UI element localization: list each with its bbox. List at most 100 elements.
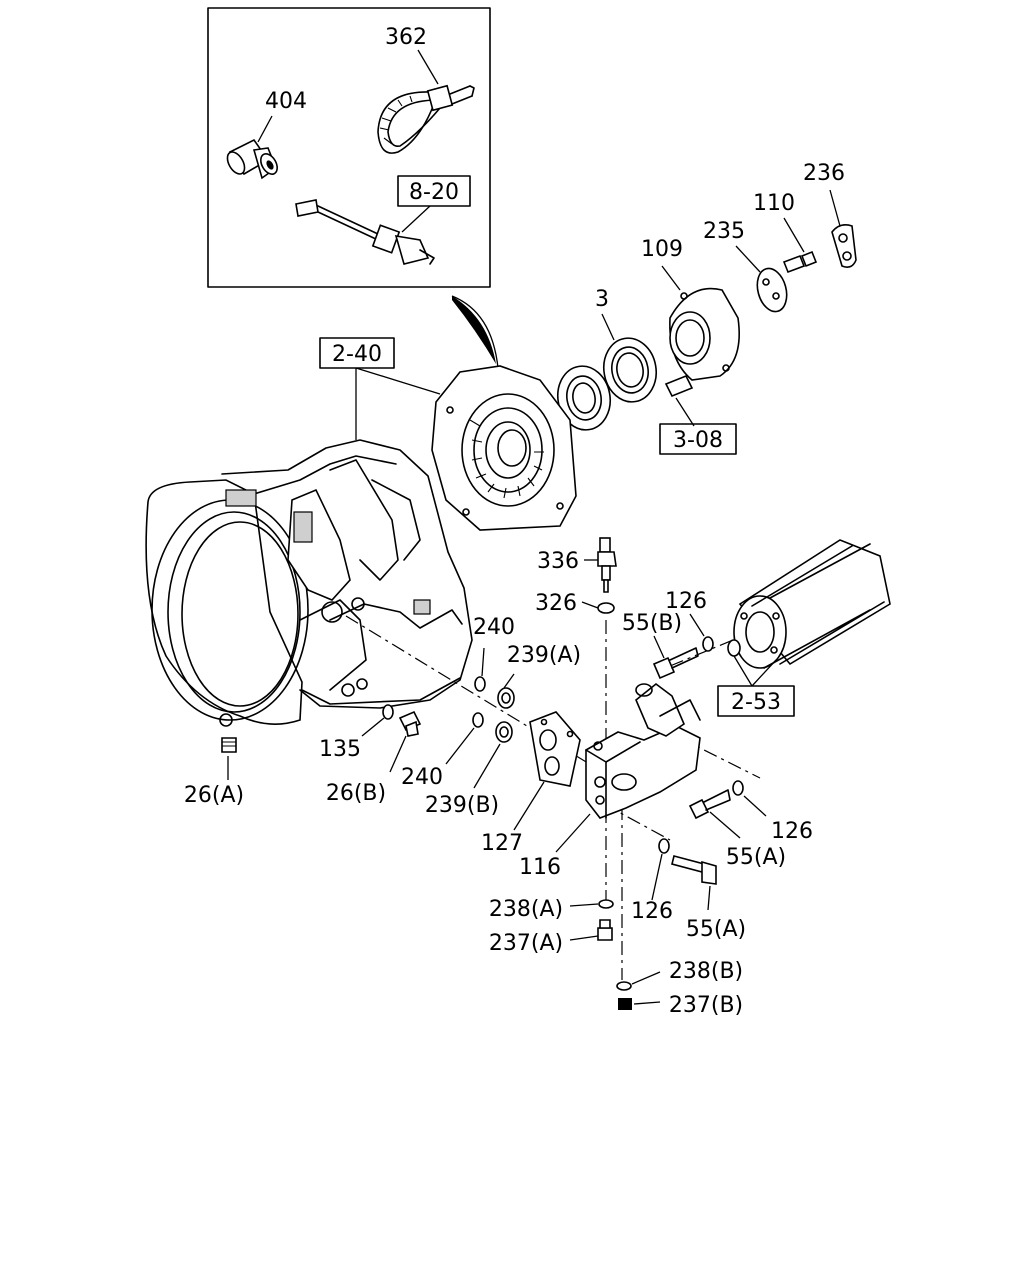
- label-127: 127: [481, 831, 523, 856]
- box-2-53: [717, 685, 795, 717]
- transmission-housing: [145, 439, 473, 727]
- leader-2-40: [355, 367, 441, 440]
- label-109: 109: [641, 237, 683, 262]
- bolt-55a-lower: [671, 855, 717, 885]
- bolt-55a-upper: [688, 789, 731, 820]
- leader-362: [417, 49, 439, 85]
- label-55b: 55(B): [622, 611, 682, 636]
- plug-237b: [618, 998, 632, 1010]
- label-55a-upper: 55(A): [726, 845, 786, 870]
- label-235: 235: [703, 219, 745, 244]
- label-126-low: 126: [631, 899, 673, 924]
- label-239a: 239(A): [507, 643, 581, 668]
- washer-326: [597, 602, 615, 614]
- leader-238b: [631, 971, 661, 985]
- leader-239b: [473, 743, 501, 789]
- label-126-top: 126: [665, 589, 707, 614]
- label-126-mid: 126: [771, 819, 813, 844]
- oil-seal-3: [602, 337, 658, 403]
- leader-240-upper: [481, 647, 485, 677]
- leader-126-mid: [743, 795, 767, 817]
- leader-126-low: [651, 853, 663, 901]
- washer-126-top: [702, 636, 714, 652]
- label-26a: 26(A): [184, 783, 244, 808]
- label-116: 116: [519, 855, 561, 880]
- o-ring-135: [382, 704, 394, 720]
- label-238a: 238(A): [489, 897, 563, 922]
- leader-55a-lower: [707, 885, 711, 911]
- leader-240-lower: [445, 727, 475, 765]
- leader-237a: [569, 935, 599, 941]
- seal-239b: [495, 721, 513, 743]
- leader-135: [361, 717, 385, 737]
- box-3-08: [659, 423, 737, 455]
- box-8-20: [397, 175, 471, 207]
- leader-239a: [503, 673, 515, 689]
- washer-126-mid: [732, 780, 744, 796]
- leader-236: [829, 189, 841, 227]
- leader-55b: [653, 635, 665, 659]
- gasket-127: [529, 711, 581, 787]
- label-2-53: 2-53: [731, 690, 781, 715]
- label-8-20: 8-20: [409, 180, 459, 205]
- leader-237b: [633, 1001, 661, 1005]
- seal-239a: [497, 687, 515, 709]
- label-2-40: 2-40: [332, 342, 382, 367]
- leader-110: [783, 217, 805, 253]
- o-ring-240-lower: [472, 712, 484, 728]
- plug-237a: [597, 919, 613, 941]
- leader-3: [601, 313, 615, 341]
- speed-sensor-8-20: [295, 199, 435, 265]
- label-55a-lower: 55(A): [686, 917, 746, 942]
- actuator-2-53: [727, 539, 891, 669]
- cap-235: [756, 267, 788, 313]
- leader-126-top: [689, 613, 705, 637]
- label-336: 336: [537, 549, 579, 574]
- inset-box: [207, 7, 499, 369]
- centerline-pto: [669, 637, 739, 667]
- leader-238a: [569, 903, 599, 907]
- leader-2-53: [733, 655, 777, 687]
- label-3-08: 3-08: [673, 428, 723, 453]
- box-2-40: [319, 337, 395, 369]
- plug-26b: [398, 710, 422, 737]
- leader-326: [581, 601, 599, 609]
- leader-404: [257, 115, 273, 143]
- bearing: [556, 365, 612, 431]
- bolt-55b: [652, 647, 699, 680]
- switch-336: [597, 537, 617, 593]
- label-240-upper: 240: [473, 615, 515, 640]
- label-238b: 238(B): [669, 959, 743, 984]
- label-3: 3: [595, 287, 609, 312]
- label-362: 362: [385, 25, 427, 50]
- leader-8-20: [401, 205, 431, 233]
- label-404: 404: [265, 89, 307, 114]
- washer-126-low: [658, 838, 670, 854]
- label-240-lower: 240: [401, 765, 443, 790]
- label-239b: 239(B): [425, 793, 499, 818]
- washer-238b: [616, 981, 632, 991]
- bolt-110: [782, 250, 818, 274]
- washer-238a: [598, 899, 614, 909]
- fitting-404: [226, 138, 278, 180]
- flange-109: [669, 287, 740, 381]
- leader-55a-upper: [709, 811, 741, 839]
- centerline-side: [679, 737, 761, 779]
- label-236: 236: [803, 161, 845, 186]
- label-135: 135: [319, 737, 361, 762]
- bolt-3-08: [664, 374, 694, 398]
- label-237a: 237(A): [489, 931, 563, 956]
- o-ring-240-upper: [474, 676, 486, 692]
- label-110: 110: [753, 191, 795, 216]
- plug-26a: [221, 737, 237, 753]
- valve-body-116: [585, 682, 701, 819]
- gasket-236: [831, 224, 857, 268]
- label-237b: 237(B): [669, 993, 743, 1018]
- leader-109: [661, 265, 681, 291]
- label-326: 326: [535, 591, 577, 616]
- label-26b: 26(B): [326, 781, 386, 806]
- rear-housing-2-40: [431, 365, 577, 531]
- leader-26b: [389, 735, 407, 773]
- leader-235: [735, 245, 761, 273]
